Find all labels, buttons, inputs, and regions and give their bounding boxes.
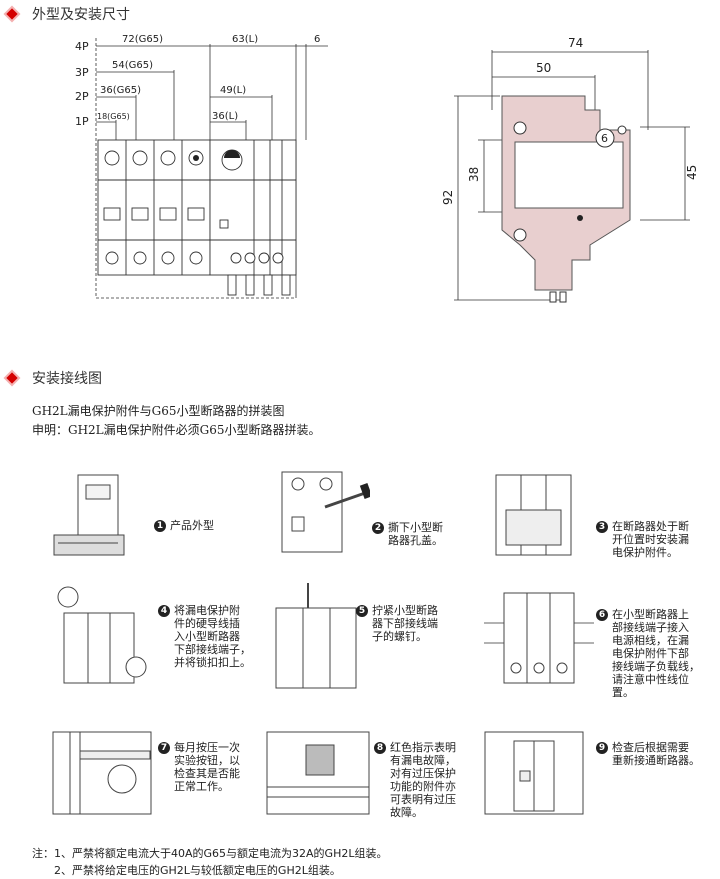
step-7-text: 每月按压一次 实验按钮，以 检查其是否能 正常工作。: [174, 741, 240, 793]
step-3-number: 3: [596, 521, 608, 533]
front-view-dimension-drawing: 4P 3P 2P 1P 72(G65) 63(L) 6 54(G65) 36(G…: [75, 34, 328, 299]
diamond-bullet-icon: [6, 8, 18, 20]
step-4-number: 4: [158, 605, 170, 617]
dim-92: 92: [441, 190, 455, 205]
dim-1p-g65: 18(G65): [97, 112, 130, 121]
dim-38: 38: [467, 167, 481, 182]
step-1-illustration: [53, 474, 125, 556]
note-1: 1、严禁将额定电流大于40A的G65与额定电流为32A的GH2L组装。: [54, 847, 388, 860]
step-2-illustration: [281, 471, 370, 553]
step-5-illustration: [275, 583, 357, 689]
step-5-text: 拧紧小型断路 器下部接线端 子的螺钉。: [372, 604, 438, 643]
dim-1p-l: 36(L): [212, 111, 238, 122]
step-2-text: 撕下小型断 路器孔盖。: [388, 521, 443, 547]
section-title: 外型及安装尺寸: [32, 7, 130, 23]
step-4-text: 将漏电保护附 件的硬导线插 入小型断路器 下部接线端子， 并将锁扣扣上。: [174, 604, 251, 669]
dim-6: 6: [314, 34, 320, 45]
dim-4p-l: 63(L): [232, 34, 258, 45]
step-7-illustration: [52, 731, 152, 815]
step-6-number: 6: [596, 609, 608, 621]
section-header-dimensions: 外型及安装尺寸: [6, 4, 130, 24]
step-7-number: 7: [158, 742, 170, 754]
step-6-illustration: [484, 592, 594, 684]
row-label-2p: 2P: [75, 90, 89, 103]
step-3-illustration: [495, 474, 572, 556]
dim-2p-l: 49(L): [220, 85, 246, 96]
step-3-text: 在断路器处于断 开位置时安装漏 电保护附件。: [612, 520, 689, 559]
step-8-illustration: [266, 731, 370, 815]
step-8-text: 红色指示表明 有漏电故障， 对有过压保护 功能的附件亦 可表明有过压 故障。: [390, 741, 456, 819]
diamond-bullet-icon: [6, 372, 18, 384]
step-9-text: 检查后根据需要 重新接通断路器。: [612, 741, 700, 767]
dim-45: 45: [685, 165, 699, 180]
step-9-number: 9: [596, 742, 608, 754]
step-8-number: 8: [374, 742, 386, 754]
step-2-number: 2: [372, 522, 384, 534]
side-view-dimension-drawing: 74 50 92 38 45 6: [441, 36, 699, 303]
step-5-number: 5: [356, 605, 368, 617]
notes-label: 注：: [32, 847, 54, 860]
step-9-illustration: [484, 731, 584, 815]
row-label-3p: 3P: [75, 66, 89, 79]
row-label-4p: 4P: [75, 40, 89, 53]
knob-label: 6: [601, 132, 608, 145]
dim-50: 50: [536, 61, 551, 75]
dim-2p-g65: 36(G65): [100, 85, 141, 96]
section-title: 安装接线图: [32, 371, 102, 387]
dim-4p-g65: 72(G65): [122, 34, 163, 45]
step-1-text: 产品外型: [170, 519, 214, 532]
section-header-wiring: 安装接线图: [6, 368, 102, 388]
step-4-illustration: [57, 586, 147, 684]
intro-line-2: 申明：GH2L漏电保护附件必须G65小型断路器拼装。: [32, 423, 321, 437]
intro-line-1: GH2L漏电保护附件与G65小型断路器的拼装图: [32, 404, 285, 418]
side-window: [514, 141, 624, 209]
dim-3p-g65: 54(G65): [112, 60, 153, 71]
step-6-text: 在小型断路器上 部接线端子接入 电源相线，在漏 电保护附件下部 接线端子负载线，…: [612, 608, 700, 699]
step-1-number: 1: [154, 520, 166, 532]
note-2: 2、严禁将给定电压的GH2L与较低额定电压的GH2L组装。: [54, 864, 341, 877]
row-label-1p: 1P: [75, 115, 89, 128]
dim-74: 74: [568, 36, 583, 50]
